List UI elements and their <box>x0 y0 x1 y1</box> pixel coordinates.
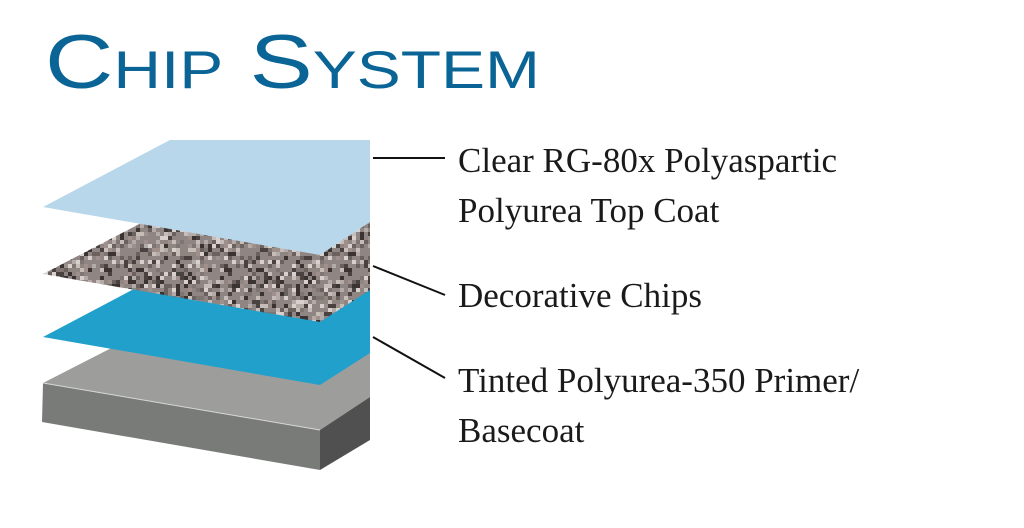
page-title: Chip System <box>45 20 540 105</box>
leader-line-primer <box>372 336 446 379</box>
label-primer-line2: Basecoat <box>458 411 585 450</box>
label-top-coat-line1: Clear RG-80x Polyaspartic <box>458 141 837 180</box>
top-coat-layer <box>43 140 370 255</box>
base-front-face <box>42 383 320 470</box>
label-top-coat-line2: Polyurea Top Coat <box>458 191 720 230</box>
leader-line-chips <box>372 265 446 296</box>
label-primer-line1: Tinted Polyurea-350 Primer/ <box>458 361 859 400</box>
label-chips: Decorative Chips <box>458 276 702 315</box>
base-side-face <box>320 397 370 470</box>
